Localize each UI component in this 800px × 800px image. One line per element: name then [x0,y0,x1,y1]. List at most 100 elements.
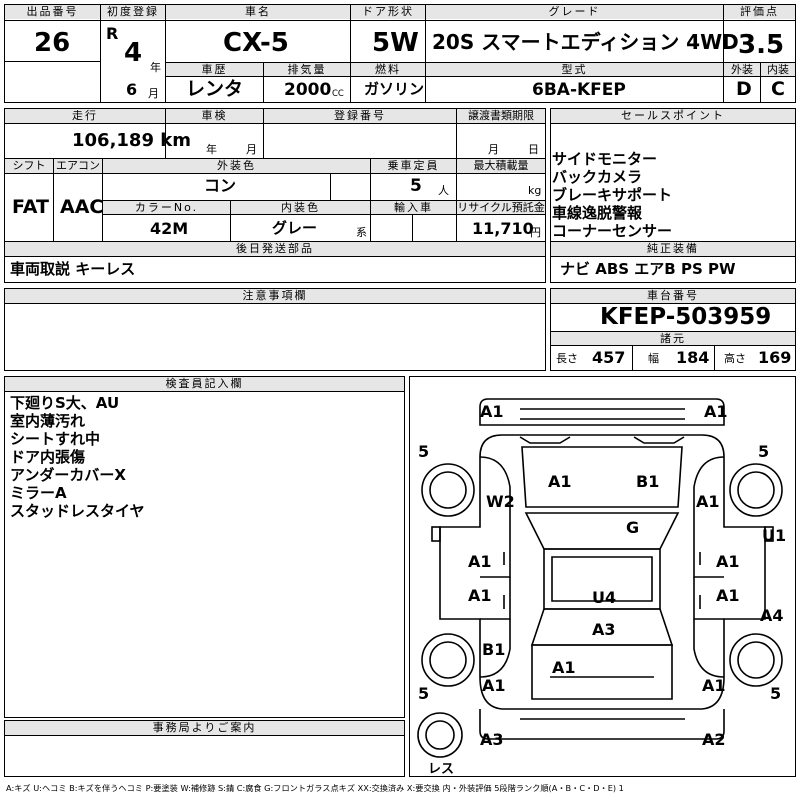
inspection-year-unit: 年 [206,143,217,156]
height-label: 高さ [724,352,746,365]
damage-bumper-right: A2 [702,730,726,749]
standard-equipment-value: ナビ ABS エアB PS PW [560,260,736,278]
damage-quarter-right: A4 [760,606,784,625]
color-no-value: 42M [150,219,189,238]
sales-point: サイドモニター [552,150,658,168]
exterior-score: D [736,78,752,100]
aircon-label: エアコン [54,159,102,173]
model-label: 型式 [426,63,723,76]
deadline-month-unit: 月 [488,143,499,156]
damage-rear-glass: A3 [592,620,616,639]
import-label: 輸入車 [371,201,456,214]
recycle-value: 11,710 [472,219,534,238]
sales-points-label: セールスポイント [551,109,795,123]
interior-color-value: グレー [272,219,318,237]
transfer-deadline-label: 譲渡書類期限 [457,109,545,123]
tire-depth-rl: 5 [418,684,429,703]
damage-roof: U4 [592,588,616,607]
sales-point: 車線逸脱警報 [552,204,643,222]
interior-score: C [771,78,785,100]
sales-point: バックカメラ [552,168,643,186]
deferred-parts-value: 車両取説 キーレス [10,260,136,278]
damage-rear-right: A1 [702,676,726,695]
fuel-value: ガソリン [364,80,425,98]
score-label: 評価点 [724,5,795,19]
inspector-note: 下廻りS大、AU [10,394,120,412]
month-unit: 月 [148,87,159,100]
sales-points-list: サイドモニター バックカメラ ブレーキサポート 車線逸脱警報 コーナーセンサー [552,150,672,240]
registration-no-label: 登録番号 [264,109,456,123]
damage-bumper-left: A3 [480,730,504,749]
deferred-parts-label: 後日発送部品 [5,242,545,256]
damage-windshield: G [626,518,639,537]
shift-value: FAT [12,196,49,218]
inspector-block [4,376,405,718]
damage-front-door-left: A1 [468,552,492,571]
registration-month: 6 [126,80,138,99]
system-unit: 系 [356,226,367,239]
header-block [4,4,796,103]
inspector-note: ミラーA [10,484,67,502]
recycle-label: リサイクル預託金 [457,201,545,214]
inspector-note: アンダーカバーX [10,466,126,484]
chassis-block [550,288,796,371]
history-label: 車歴 [166,63,263,76]
sales-point: コーナーセンサー [552,222,673,240]
sales-points-block [550,108,796,283]
office-info-block [4,720,405,777]
tire-depth-rr: 5 [770,684,781,703]
width-label: 幅 [648,352,659,365]
spare-tire-mark: レス [428,762,454,776]
history-value: レンタ [186,78,244,100]
year-unit: 年 [150,61,161,74]
height-value: 169 [758,348,792,367]
specs-label: 諸元 [551,332,795,345]
inspector-note: シートすれ中 [10,430,101,448]
damage-fender-left: W2 [486,492,515,511]
interior-color-label: 内装色 [231,201,370,214]
notes-block [4,288,546,371]
length-value: 457 [592,348,626,367]
damage-front-left: A1 [480,402,504,421]
damage-diagram: 5 5 5 5 レス A1 A1 A1 B1 W2 A1 G A1 A1 U1 … [409,376,796,777]
score-value: 3.5 [738,30,785,60]
door-type-label: ドア形状 [351,5,425,19]
damage-fender-right: A1 [696,492,720,511]
car-name-label: 車名 [166,5,350,19]
tire-depth-fr: 5 [758,442,769,461]
inspector-note: スタッドレスタイヤ [10,502,145,520]
capacity-label: 乗車定員 [371,159,456,173]
max-load-label: 最大積載量 [457,159,545,173]
legend-text: A:キズ U:ヘコミ B:キズを伴うヘコミ P:要塗装 W:補修跡 S:錆 C:… [6,783,624,793]
mileage-value: 106,189 km [72,130,191,151]
inspector-notes-list: 下廻りS大、AU 室内薄汚れ シートすれ中 ドア内張傷 アンダーカバーX ミラー… [10,394,145,520]
notes-label: 注意事項欄 [5,289,545,303]
damage-pillar-right: U1 [762,526,786,545]
standard-equipment-label: 純正装備 [551,242,795,256]
aircon-value: AAC [60,196,104,218]
details-block [4,108,546,283]
sales-point: ブレーキサポート [552,186,673,204]
mileage-label: 走行 [5,109,165,123]
era-label: R [106,24,119,43]
max-load-unit: kg [528,184,542,197]
damage-rear-wheel-left: B1 [482,640,505,659]
damage-front-right: A1 [704,402,728,421]
inspection-label: 車検 [166,109,263,123]
first-registration-label: 初度登録 [101,5,165,19]
door-type: 5W [372,28,419,58]
car-outline: 5 5 5 5 レス A1 A1 A1 B1 W2 A1 G A1 A1 U1 … [417,398,786,776]
damage-hood-right: B1 [636,472,659,491]
grade-value: 20S スマートエディション 4WD [432,30,739,54]
inspector-note: ドア内張傷 [10,448,86,466]
width-value: 184 [676,348,710,367]
displacement-value: 2000 [284,80,332,100]
length-label: 長さ [556,352,578,365]
damage-rear-door-left: A1 [468,586,492,605]
fuel-label: 燃料 [351,63,425,76]
capacity-value: 5 [410,176,422,196]
lot-number: 26 [34,28,71,58]
damage-front-door-right: A1 [716,552,740,571]
inspection-month-unit: 月 [246,143,257,156]
shift-label: シフト [5,159,53,173]
